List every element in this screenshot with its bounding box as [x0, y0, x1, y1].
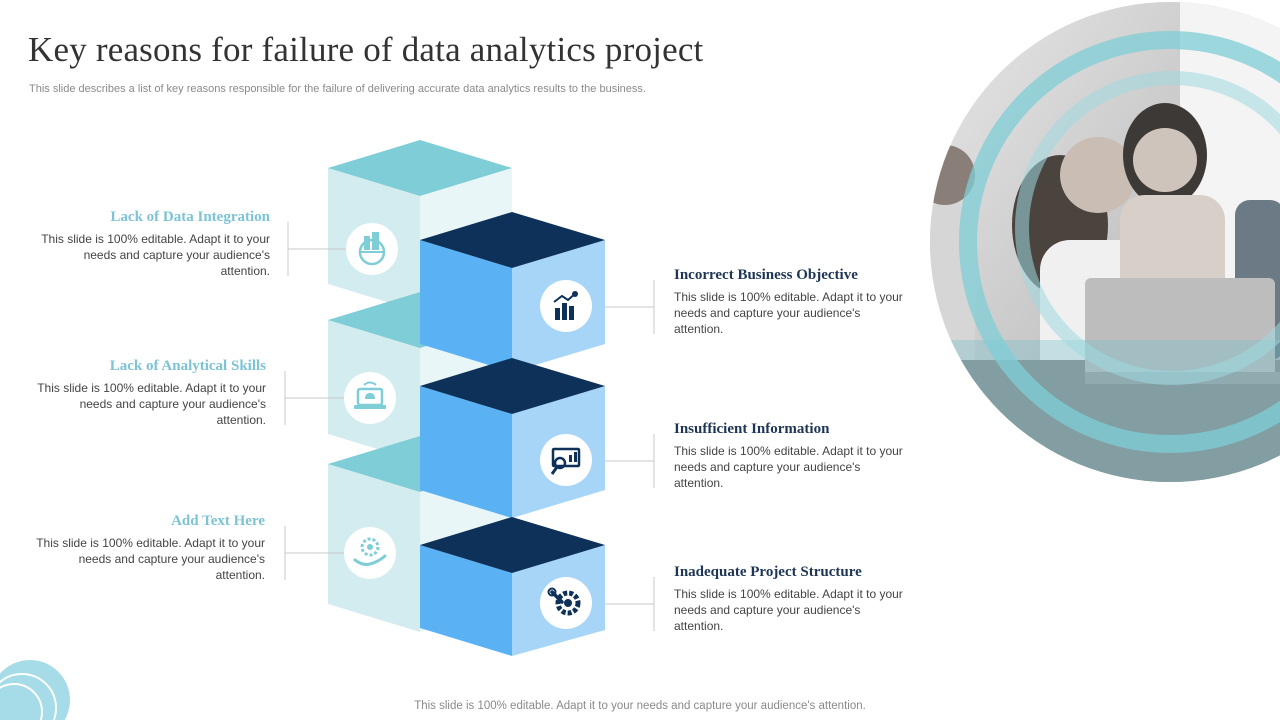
- reason-item-left-2: Lack of Analytical Skills This slide is …: [36, 358, 266, 428]
- reason-heading: Lack of Data Integration: [110, 209, 270, 225]
- reason-heading: Incorrect Business Objective: [674, 267, 858, 283]
- reason-heading: Lack of Analytical Skills: [109, 358, 266, 374]
- laptop-cloud-icon: [344, 372, 396, 424]
- gear-wrench-icon: [540, 577, 592, 629]
- reason-item-right-1: Incorrect Business Objective This slide …: [674, 267, 904, 337]
- reason-heading: Inadequate Project Structure: [674, 564, 862, 580]
- slide-subtitle: This slide describes a list of key reaso…: [29, 83, 646, 95]
- connector-lines: [284, 222, 655, 631]
- reason-body: This slide is 100% editable. Adapt it to…: [674, 444, 903, 490]
- reason-body: This slide is 100% editable. Adapt it to…: [36, 536, 265, 582]
- reason-heading: Insufficient Information: [674, 421, 830, 437]
- slide-title: Key reasons for failure of data analytic…: [28, 30, 704, 69]
- reason-body: This slide is 100% editable. Adapt it to…: [674, 290, 903, 336]
- presentation-search-icon: [540, 434, 592, 486]
- reason-body: This slide is 100% editable. Adapt it to…: [674, 587, 903, 633]
- reason-item-right-2: Insufficient Information This slide is 1…: [674, 421, 904, 491]
- reason-item-left-1: Lack of Data Integration This slide is 1…: [40, 209, 270, 279]
- slide-footer: This slide is 100% editable. Adapt it to…: [414, 700, 866, 712]
- reason-heading: Add Text Here: [171, 513, 265, 529]
- reason-body: This slide is 100% editable. Adapt it to…: [41, 232, 270, 278]
- reason-item-right-3: Inadequate Project Structure This slide …: [674, 564, 904, 634]
- globe-building-icon: [346, 223, 398, 275]
- hand-gear-icon: [344, 527, 396, 579]
- reason-item-left-3: Add Text Here This slide is 100% editabl…: [35, 513, 265, 583]
- growth-chart-icon: [540, 280, 592, 332]
- reason-body: This slide is 100% editable. Adapt it to…: [37, 381, 266, 427]
